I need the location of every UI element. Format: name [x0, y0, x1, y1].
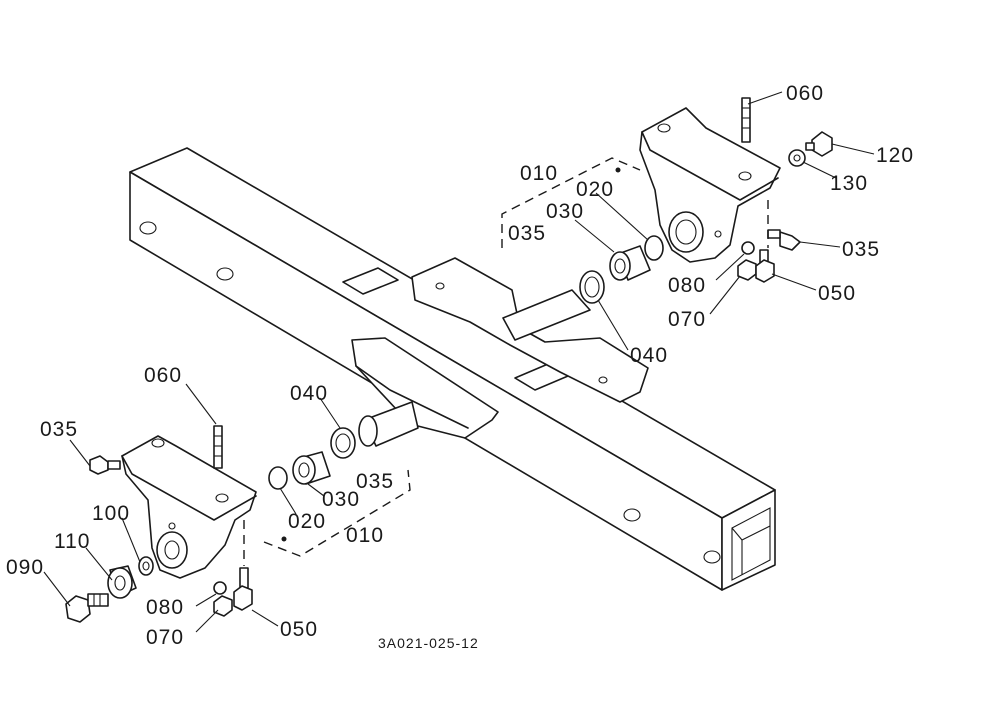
left-bushing	[292, 451, 331, 485]
left-thrust-washer	[268, 466, 288, 490]
label-080-left: 080	[146, 596, 184, 619]
label-080-right: 080	[668, 274, 706, 297]
right-washer	[788, 149, 806, 167]
label-110: 110	[54, 530, 90, 553]
label-010-right: 010	[520, 162, 558, 185]
left-nut	[213, 595, 233, 617]
right-seal-ring	[579, 270, 605, 304]
label-070-right: 070	[668, 308, 706, 331]
left-bolt-lower	[233, 567, 253, 611]
label-035-left: 035	[40, 418, 78, 441]
left-pivot-bracket	[121, 435, 257, 579]
label-100: 100	[92, 502, 130, 525]
label-035-right-bracket: 035	[508, 222, 546, 245]
left-stud	[213, 425, 223, 469]
left-assembly-bracket	[263, 469, 411, 557]
right-bolt-lower	[755, 249, 775, 283]
drawing-code: 3A021-025-12	[378, 635, 479, 651]
left-seal-ring	[330, 427, 356, 459]
left-lock-washer	[213, 581, 227, 595]
label-090: 090	[6, 556, 44, 579]
label-040-right: 040	[630, 344, 668, 367]
label-020-right: 020	[576, 178, 614, 201]
right-lock-washer	[741, 241, 755, 255]
right-grease-nipple	[767, 229, 801, 251]
leader-lines	[43, 91, 875, 633]
label-035-right: 035	[842, 238, 880, 261]
right-bushing	[609, 245, 651, 281]
label-060-left: 060	[144, 364, 182, 387]
label-040-left: 040	[290, 382, 328, 405]
label-035-left-bracket: 035	[356, 470, 394, 493]
left-bolt	[65, 593, 109, 623]
right-pivot-bracket	[639, 107, 781, 263]
right-thrust-washer	[644, 235, 664, 261]
right-stud	[741, 97, 751, 143]
label-010-left: 010	[346, 524, 384, 547]
left-collar	[107, 565, 137, 599]
label-070-left: 070	[146, 626, 184, 649]
label-030-left: 030	[322, 488, 360, 511]
label-020-left: 020	[288, 510, 326, 533]
pivot-mount-plate	[351, 257, 649, 447]
left-washer	[138, 556, 154, 576]
label-050-right: 050	[818, 282, 856, 305]
right-nut	[737, 259, 757, 281]
right-bolt	[805, 131, 833, 157]
left-grease-nipple	[89, 455, 121, 475]
right-assembly-bracket	[501, 157, 641, 248]
label-120: 120	[876, 144, 914, 167]
label-060-right: 060	[786, 82, 824, 105]
label-050-left: 050	[280, 618, 318, 641]
label-130: 130	[830, 172, 868, 195]
label-030-right: 030	[546, 200, 584, 223]
